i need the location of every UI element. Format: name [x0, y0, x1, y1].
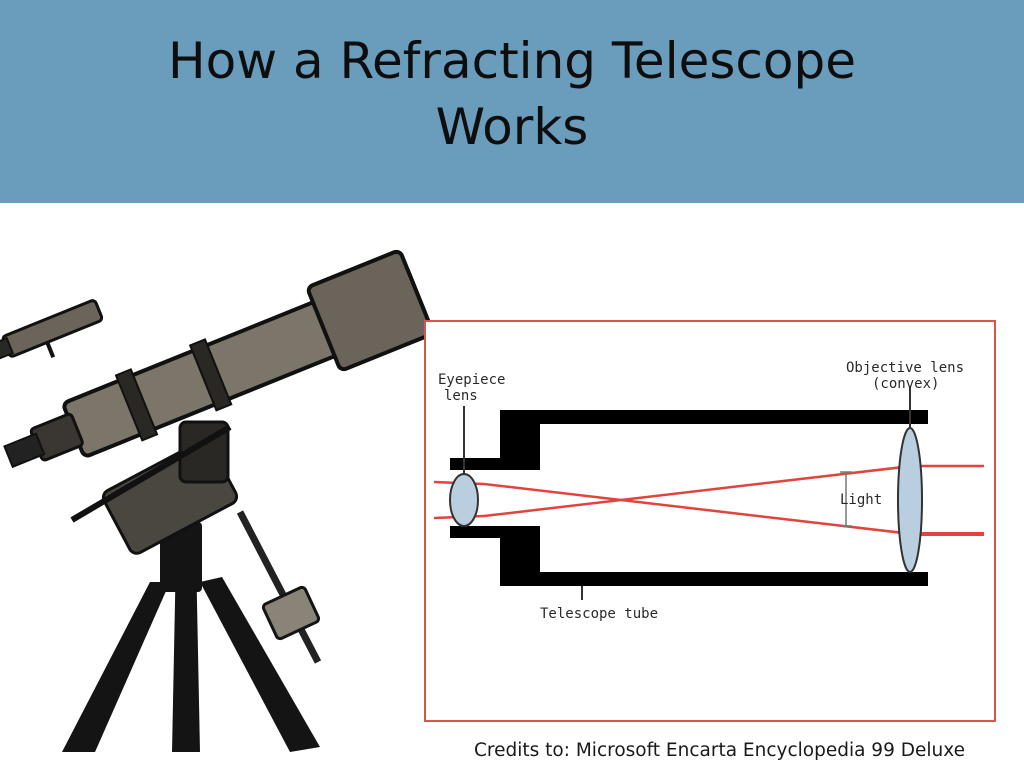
telescope-tube-label: Telescope tube: [540, 606, 658, 622]
telescope-diagram: Eyepiece lens Objective lens (convex) Li…: [424, 320, 996, 722]
objective-label-line-1: Objective lens: [846, 360, 964, 376]
objective-label-line-2: (convex): [872, 376, 939, 392]
mount: [70, 420, 239, 555]
slide-title: How a Refracting Telescope Works: [0, 28, 1024, 160]
telescope-illustration: [0, 249, 434, 752]
finder-scope: [0, 299, 104, 362]
eyepiece-label-line-1: Eyepiece: [438, 372, 505, 388]
title-bar: How a Refracting Telescope Works: [0, 0, 1024, 203]
counterweight-rod: [236, 510, 322, 664]
light-indicator: [840, 471, 852, 527]
eyepiece-label-line-2: lens: [444, 388, 478, 404]
telescope-tube-walls: [450, 410, 928, 586]
eyepiece-lens: [449, 406, 479, 527]
title-line-1: How a Refracting Telescope: [168, 32, 856, 90]
title-line-2: Works: [435, 98, 589, 156]
credits-text: Credits to: Microsoft Encarta Encycloped…: [474, 740, 965, 761]
light-label: Light: [840, 492, 882, 508]
objective-lens: [897, 386, 923, 573]
tripod: [62, 522, 320, 752]
telescope-tube: [3, 249, 434, 469]
